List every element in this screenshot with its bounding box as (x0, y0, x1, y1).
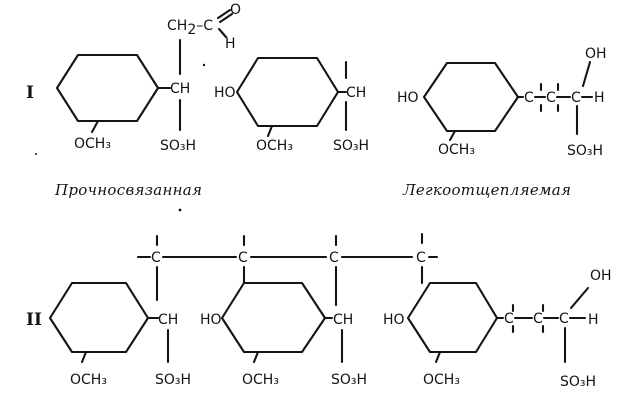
ho-label: HO (214, 85, 236, 101)
och3-label: OCH₃ (256, 138, 293, 154)
speck-dot (35, 153, 37, 155)
ch-label: CH (158, 312, 178, 328)
ch2-label: CH2–C (167, 18, 213, 38)
benzene-ring (48, 281, 150, 354)
structure-label-II: II (26, 310, 42, 330)
structure-II-unit-3: HO C C C H OH SO₃H OCH₃ (383, 268, 612, 390)
oh-label: OH (585, 46, 607, 62)
caption-easily-cleaved: Легкоотщепляемая (402, 181, 571, 199)
polymer-chain: C C C C (136, 232, 439, 307)
speck-dot (178, 208, 182, 212)
h-label: H (588, 312, 599, 328)
ho-label: HO (383, 312, 405, 328)
so3h-label: SO₃H (567, 143, 603, 159)
h-label: H (594, 90, 605, 106)
chain-c-2: C (238, 250, 248, 266)
chain-c-1: C (151, 250, 161, 266)
benzene-ring (406, 281, 499, 354)
ho-label: HO (397, 90, 419, 106)
c2-label: C (533, 311, 543, 327)
structure-I-unit-1: CH CH2–C O H SO₃H OCH₃ (55, 2, 241, 154)
oh-label: OH (590, 268, 612, 284)
c1-label: C (504, 311, 514, 327)
structure-II-unit-2: HO CH SO₃H OCH₃ (200, 281, 367, 388)
benzene-ring (55, 53, 160, 123)
och3-label: OCH₃ (242, 372, 279, 388)
so3h-label: SO₃H (160, 138, 196, 154)
aldehyde-oxygen: O (230, 2, 241, 18)
c3-label: C (559, 311, 569, 327)
aldehyde-hydrogen: H (225, 36, 236, 52)
c3-label: C (571, 90, 581, 106)
caption-strongly-bound: Прочносвязанная (54, 181, 202, 199)
structure-I-unit-3: HO C C C H OH SO₃H OCH₃ (397, 46, 607, 159)
so3h-label: SO₃H (333, 138, 369, 154)
och3-label: OCH₃ (74, 136, 111, 152)
c2-label: C (546, 90, 556, 106)
structure-II-unit-1: CH SO₃H OCH₃ (48, 281, 191, 388)
och3-label: OCH₃ (423, 372, 460, 388)
speck-dot (202, 63, 206, 67)
structure-label-I: I (26, 83, 34, 103)
structure-I-unit-2: HO CH SO₃H OCH₃ (214, 56, 369, 154)
och3-label: OCH₃ (438, 142, 475, 158)
ch-label: CH (346, 85, 366, 101)
ho-label: HO (200, 312, 222, 328)
chain-c-3: C (329, 250, 339, 266)
so3h-label: SO₃H (560, 374, 596, 390)
benzene-ring (220, 281, 327, 354)
ch-label: CH (333, 312, 353, 328)
so3h-label: SO₃H (155, 372, 191, 388)
benzene-ring (235, 56, 340, 128)
benzene-ring (422, 61, 520, 133)
och3-label: OCH₃ (70, 372, 107, 388)
chain-c-4: C (416, 250, 426, 266)
c1-label: C (524, 90, 534, 106)
ch-label: CH (170, 81, 190, 97)
so3h-label: SO₃H (331, 372, 367, 388)
